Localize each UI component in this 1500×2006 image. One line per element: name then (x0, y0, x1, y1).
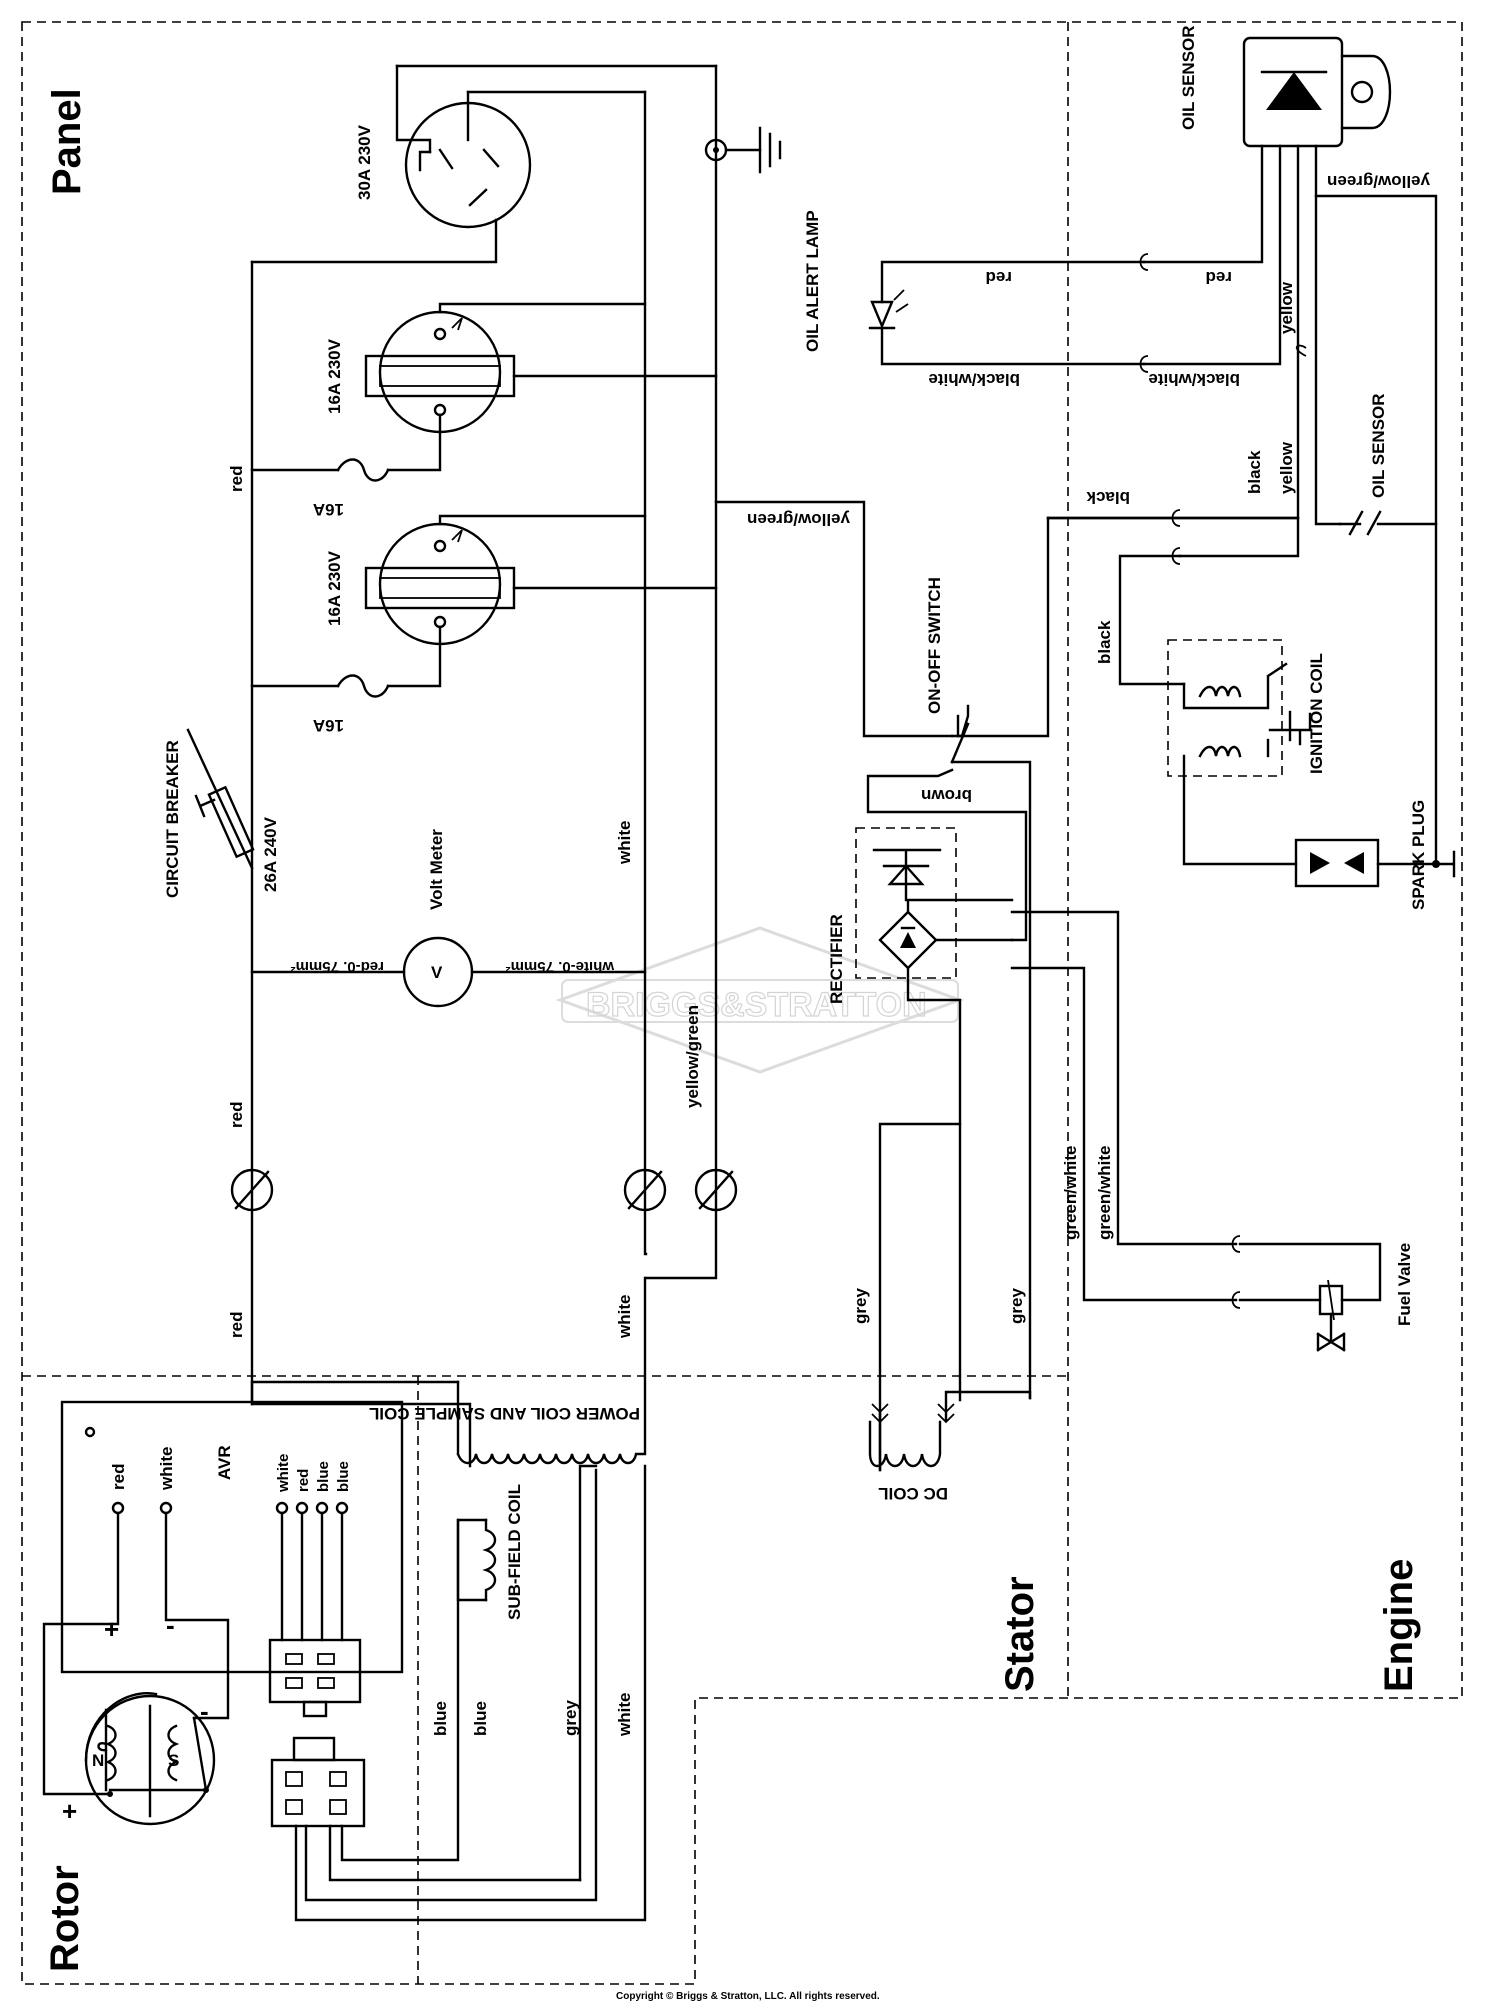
label-wire-red-lamp: red (986, 268, 1012, 287)
label-wire-grey-rotor: grey (561, 1700, 580, 1736)
label-avr-out-blue-1: blue (315, 1461, 332, 1492)
label-yellow-green-switch: yellow/green (747, 510, 850, 529)
label-oil-sensor-top: OIL SENSOR (1179, 25, 1198, 130)
label-wire-yellow-right: yellow (1277, 441, 1296, 494)
label-minus-side: - (200, 1696, 209, 1726)
label-wire-yellow-green-panel: yellow/green (683, 1005, 702, 1108)
label-spark-plug: SPARK PLUG (1409, 800, 1428, 910)
label-30a: 30A 230V (355, 124, 374, 200)
label-wire-blue-1: blue (431, 1701, 450, 1736)
label-wire-red-mid: red (227, 1102, 246, 1128)
label-avr-red: red (109, 1464, 128, 1490)
label-on-off-switch: ON-OFF SWITCH (925, 577, 944, 714)
label-plus-top: + (104, 1614, 119, 1644)
volt-meter-symbol: V (431, 963, 443, 982)
label-breaker-rating: 26A 240V (261, 816, 280, 892)
label-16a-bottom: 16A 230V (325, 550, 344, 626)
section-label-engine: Engine (1377, 1559, 1421, 1692)
label-fuel-valve: Fuel Valve (1395, 1243, 1414, 1326)
label-wire-grey-right: grey (1007, 1288, 1026, 1324)
section-label-stator: Stator (998, 1576, 1042, 1692)
label-avr-white: white (157, 1447, 176, 1491)
label-wire-blue-2: blue (471, 1701, 490, 1736)
label-wire-yellow-top: yellow (1277, 281, 1296, 334)
label-rectifier: RECTIFIER (827, 914, 846, 1004)
label-wire-brown: brown (921, 786, 972, 805)
label-wire-red-sensor: red (1206, 268, 1232, 287)
rotor-wiring (42, 1400, 647, 1922)
panel-wiring (186, 64, 954, 1468)
label-avr: AVR (215, 1445, 234, 1480)
stator-wiring (250, 704, 1382, 1472)
label-wire-grey-left: grey (851, 1288, 870, 1324)
watermark-text: BRIGGS&STRATTON (586, 986, 927, 1024)
label-oil-sensor-switch: OIL SENSOR (1369, 393, 1388, 498)
label-rotor-n: N (92, 1751, 104, 1770)
label-avr-out-white: white (275, 1454, 292, 1493)
label-circuit-breaker: CIRCUIT BREAKER (163, 740, 182, 898)
label-fuse-bottom: 16A (313, 716, 344, 735)
label-16a-top: 16A 230V (325, 338, 344, 414)
label-rotor-s: S (168, 1751, 179, 1770)
label-wire-green-white-1: green/white (1061, 1146, 1080, 1240)
label-oil-alert-lamp: OIL ALERT LAMP (803, 210, 822, 352)
watermark-logo: BRIGGS&STRATTON (555, 926, 965, 1074)
label-sub-field-coil: SUB-FIELD COIL (505, 1484, 524, 1620)
copyright: Copyright © Briggs & Stratton, LLC. All … (616, 1991, 880, 2002)
labels: 30A 230V 16A 230V 16A 230V 16A 16A red C… (62, 25, 1430, 1826)
label-wire-red-low: red (227, 1312, 246, 1338)
label-volt-meter: Volt Meter (427, 829, 446, 910)
label-dc-coil: DC COIL (878, 1484, 948, 1503)
label-wire-yellow-green-sensor: yellow/green (1327, 172, 1430, 191)
label-minus-top: - (166, 1610, 175, 1640)
label-plus-bottom: + (62, 1796, 77, 1826)
label-wire-black-white-lamp: black/white (928, 370, 1020, 389)
label-avr-out-blue-2: blue (335, 1461, 352, 1492)
label-wire-white-panel: white (615, 821, 634, 865)
label-wire-black-right: black (1245, 450, 1264, 494)
label-ignition-coil: IGNITION COIL (1307, 653, 1326, 774)
label-fuse-top: 16A (313, 500, 344, 519)
label-avr-out-red: red (295, 1469, 312, 1492)
engine-wiring (868, 36, 1456, 888)
label-power-coil: POWER COIL AND SAMPLE COIL (369, 1404, 640, 1423)
label-wire-red-top: red (227, 466, 246, 492)
label-red-gauge: red-0. 75mm² (291, 958, 384, 975)
section-label-rotor: Rotor (43, 1865, 87, 1972)
label-wire-black-mid: black (1086, 488, 1130, 507)
label-wire-green-white-2: green/white (1095, 1146, 1114, 1240)
section-boundaries (21, 21, 1463, 1985)
label-wire-white-rotor: white (615, 1693, 634, 1737)
label-wire-black-coil: black (1095, 620, 1114, 664)
label-wire-white-low: white (615, 1295, 634, 1339)
section-label-panel: Panel (45, 88, 89, 195)
label-wire-black-white-sensor: black/white (1148, 370, 1240, 389)
label-white-gauge: white-0. 75mm² (506, 958, 615, 975)
